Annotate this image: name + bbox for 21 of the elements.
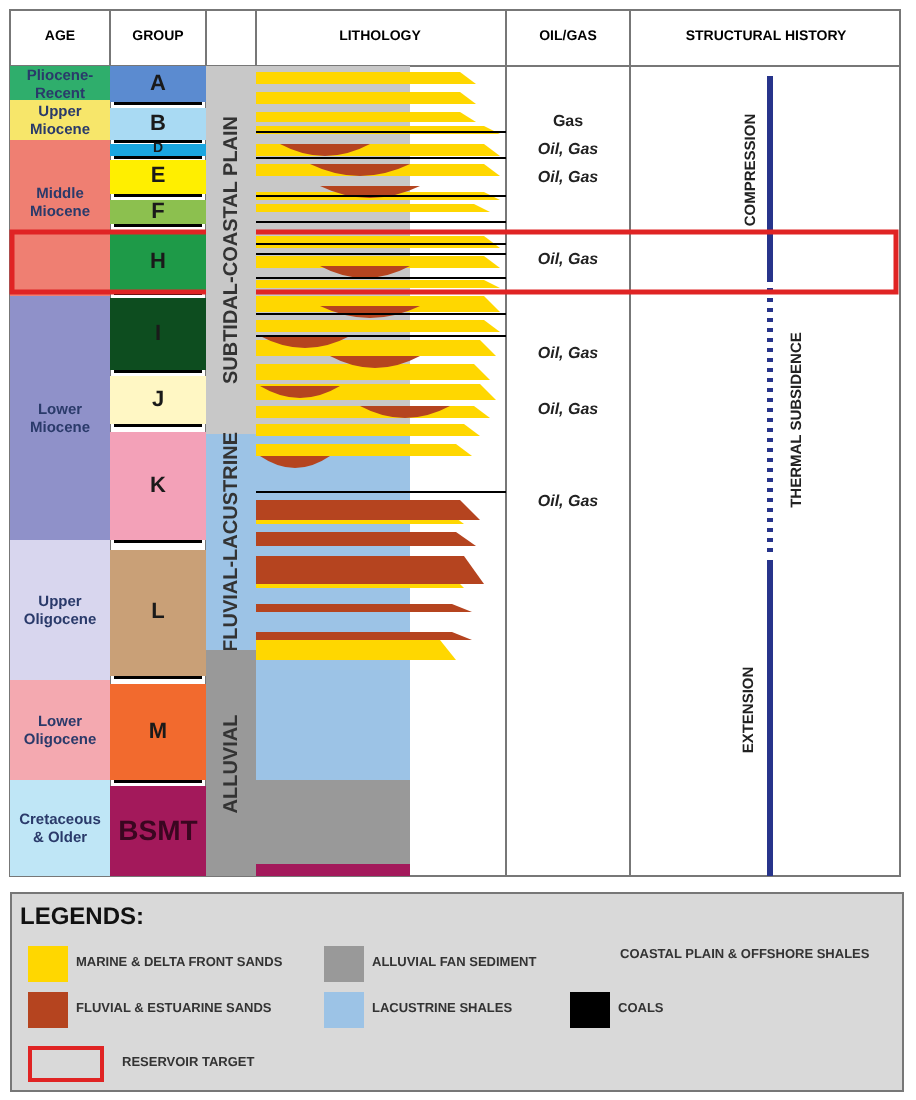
hydrocarbon-label: Oil, Gas (537, 490, 599, 514)
legend-title: LEGENDS: (20, 900, 144, 934)
hydrocarbon-label: Gas (552, 110, 584, 134)
hydrocarbon-label: Oil, Gas (537, 342, 599, 366)
environment-band: SUBTIDAL-COASTAL PLAIN (206, 66, 256, 434)
group-cell: B (110, 108, 206, 140)
group-cell: BSMT (110, 786, 206, 876)
environment-band: FLUVIAL-LACUSTRINE (206, 434, 256, 650)
group-cell: A (110, 66, 206, 102)
hydrocarbon-label: Oil, Gas (537, 138, 599, 162)
environment-band: ALLUVIAL (206, 650, 256, 876)
hydrocarbon-label: Oil, Gas (537, 166, 599, 190)
group-cell: M (110, 684, 206, 780)
group-cell: L (110, 550, 206, 676)
group-cell: F (110, 200, 206, 224)
hydrocarbon-label: Oil, Gas (537, 248, 599, 272)
group-cell: H (110, 232, 206, 292)
group-cell: K (110, 432, 206, 540)
group-cell: E (110, 160, 206, 194)
group-cell: J (110, 376, 206, 424)
hydrocarbon-label: Oil, Gas (537, 398, 599, 422)
